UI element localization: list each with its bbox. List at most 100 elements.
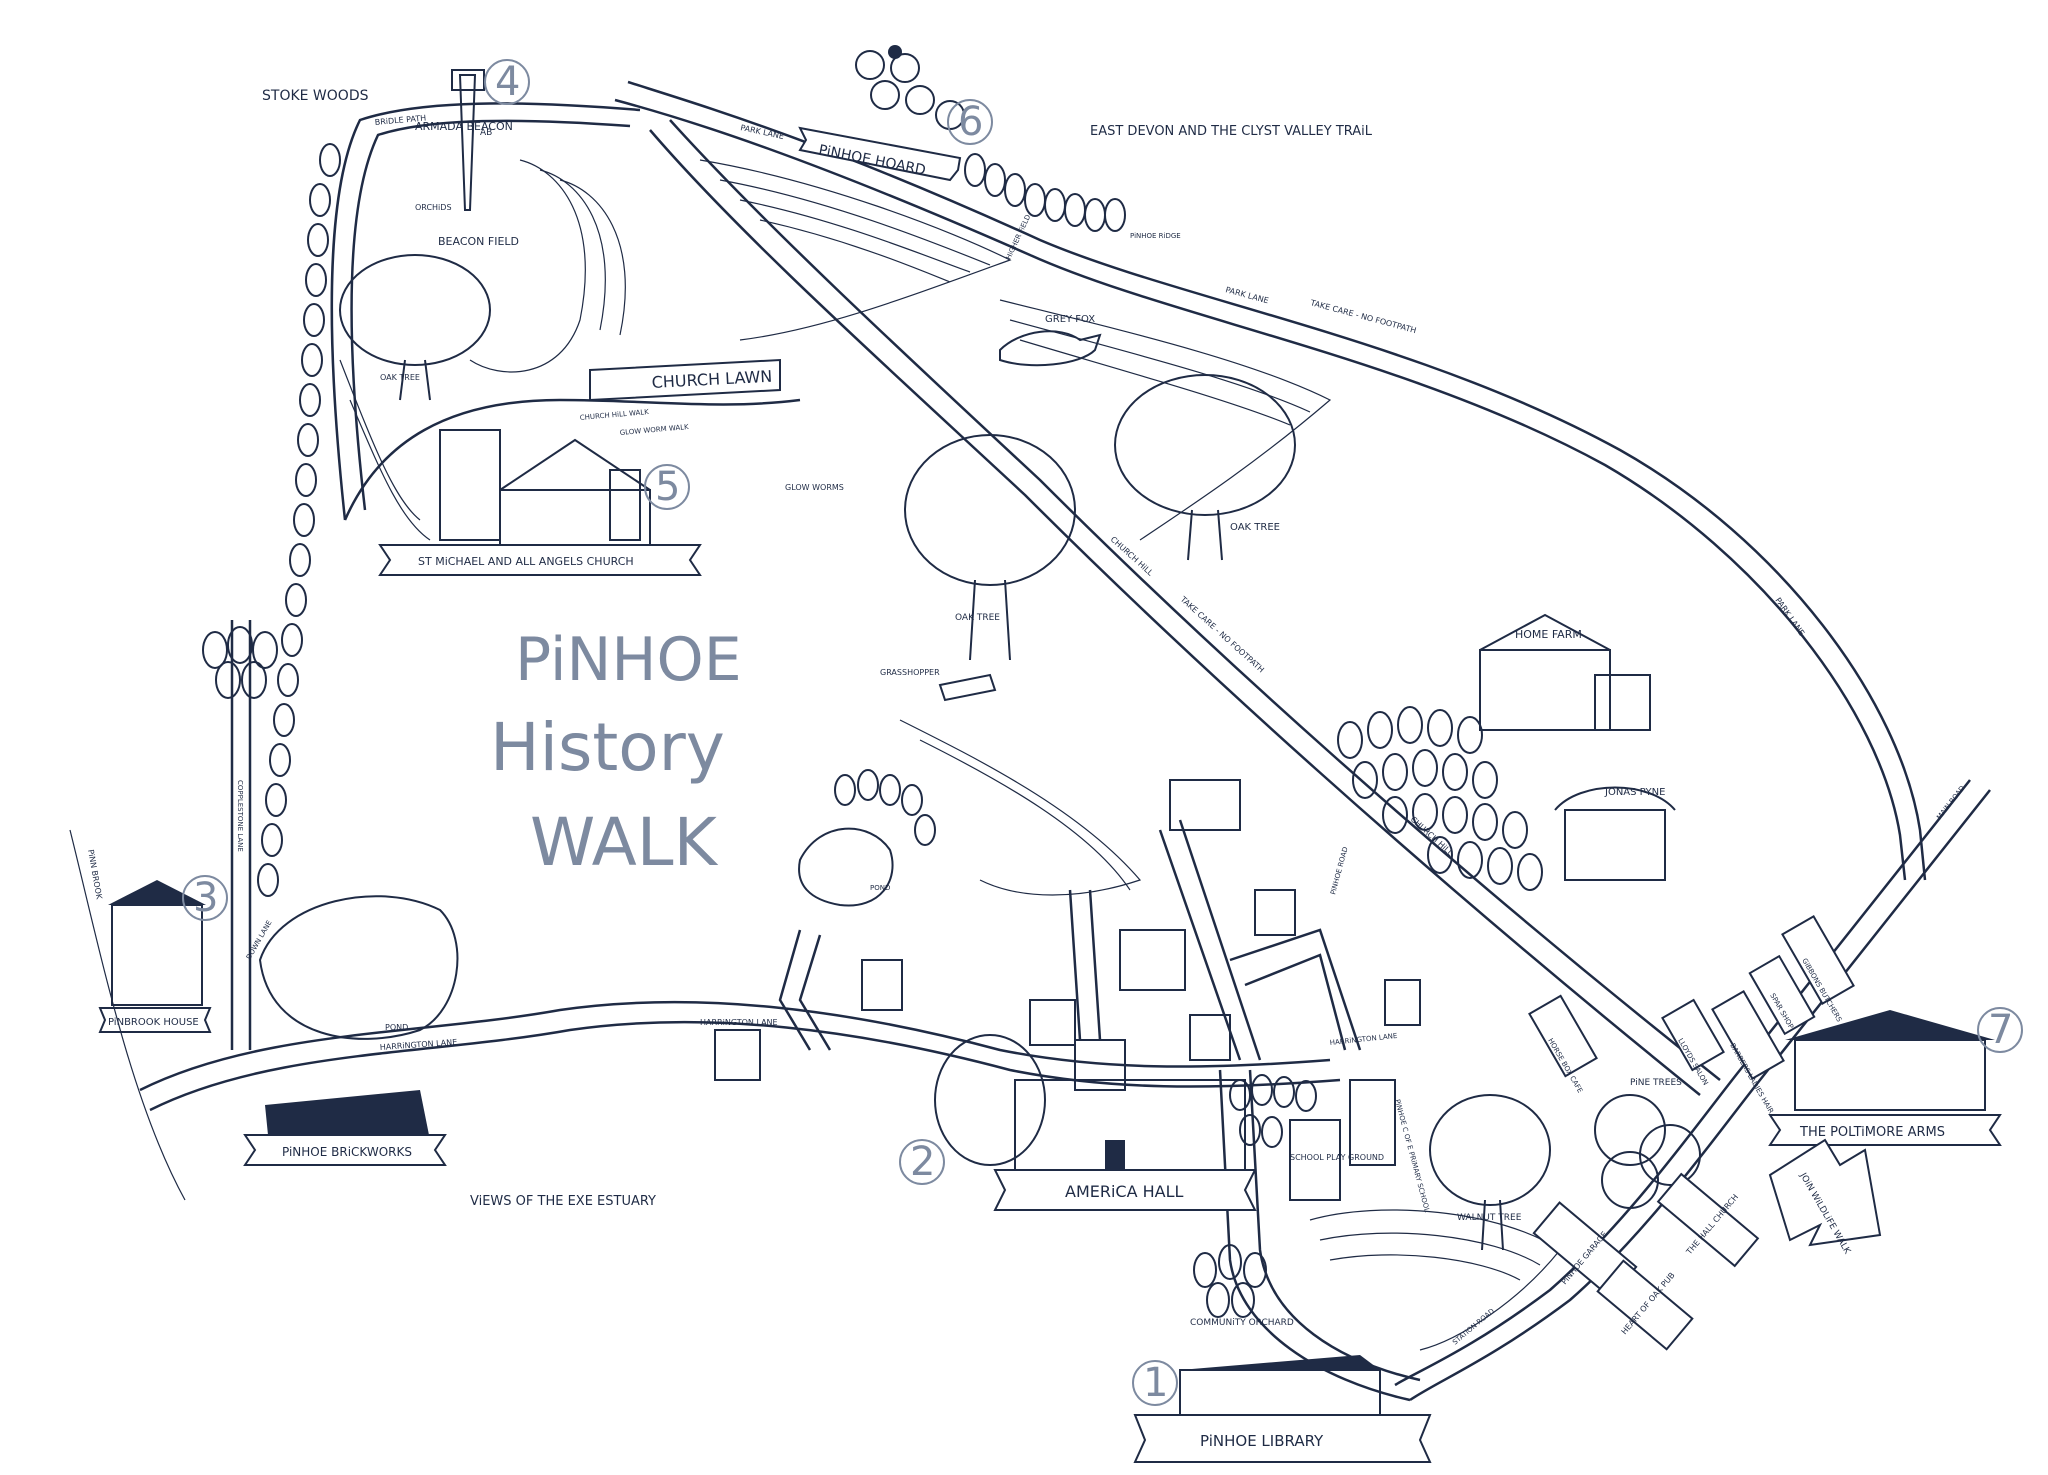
label-pine-trees: PiNE TREES [1630, 1078, 1682, 1088]
sign-primary-school [1349, 1079, 1396, 1166]
road-label-church-hill-warning: TAKE CARE - NO FOOTPATH [1178, 594, 1266, 674]
stop-label-church: ST MiCHAEL AND ALL ANGELS CHURCH [418, 555, 634, 568]
tree-cluster-east-devon [964, 153, 1126, 232]
stop-label-poltimore: THE POLTiMORE ARMS [1799, 1125, 1945, 1140]
label-brickworks: PiNHOE BRiCKWORKS [282, 1145, 412, 1159]
stop-number-5: 5 [655, 464, 680, 510]
label-stoke-woods: STOKE WOODS [262, 88, 369, 104]
road-label-glow-worm-walk: GLOW WORM WALK [619, 423, 689, 437]
tree-america-hall [934, 1034, 1046, 1166]
label-walnut-tree: WALNUT TREE [1457, 1213, 1522, 1223]
label-grey-fox: GREY FOX [1045, 314, 1095, 325]
label-oak-tree-beacon: OAK TREE [380, 373, 420, 382]
residential-street [1158, 819, 1262, 1061]
road-label-pinhoe-road: PiNHOE ROAD [1329, 846, 1349, 896]
banner-america-hall [993, 1169, 1257, 1211]
stop-marker-7[interactable] [1977, 1007, 2023, 1053]
label-primary-school: PiNHOE C OF E PRiMARY SCHOOL [1393, 1098, 1431, 1213]
pine-trees [1594, 1094, 1701, 1209]
church-hill-road [669, 119, 1721, 1081]
residential-street [1229, 928, 1362, 1051]
grey-fox-drawing [999, 330, 1102, 367]
sign-spar [1748, 954, 1816, 1036]
label-school-play: SCHOOL PLAY GROUND [1290, 1153, 1384, 1162]
home-farm-building [1479, 613, 1651, 731]
bridle-path-inner [350, 119, 631, 511]
label-pinhoe-ridge: PiNHOE RiDGE [1130, 232, 1181, 240]
harrington-lane-road [139, 1000, 1331, 1092]
label-ab: AB [480, 128, 492, 138]
bridle-path [330, 102, 641, 521]
stop-label-library: PiNHOE LIBRARY [1200, 1432, 1324, 1450]
houses [714, 779, 1421, 1081]
sign-lloyds [1661, 998, 1725, 1072]
school-lane-inner [1248, 1069, 1421, 1382]
page-title-line-2: History [490, 709, 725, 786]
stop-label-armada-beacon: ARMADA BEACON [415, 120, 513, 133]
residential-street [1068, 889, 1102, 1041]
stop-number-2: 2 [910, 1139, 935, 1185]
label-oak-tree-field: OAK TREE [1230, 522, 1280, 533]
label-pond-centre: POND [870, 884, 890, 892]
stop-number-7: 7 [1988, 1007, 2013, 1053]
label-grasshopper: GRASSHOPPER [880, 668, 940, 677]
tree-groups [202, 143, 1543, 1318]
label-home-farm: HOME FARM [1515, 628, 1582, 641]
pond-left [258, 895, 459, 1040]
walnut-tree [1429, 1094, 1551, 1251]
armada-beacon-structure [451, 69, 485, 211]
school-lane [1218, 1069, 1411, 1402]
road-label-park-lane-warning: TAKE CARE - NO FOOTPATH [1309, 298, 1418, 335]
tree-cluster-home-farm [1337, 706, 1543, 891]
tree-cluster-school [1229, 1074, 1317, 1148]
park-lane-road-inner [614, 98, 1907, 881]
poltimore-arms-building [1785, 1010, 1995, 1111]
road-label-main-road: MAiN ROAD [1935, 784, 1966, 821]
label-glow-worms: GLOW WORMS [785, 483, 844, 492]
stop-marker-3[interactable] [182, 875, 228, 921]
stop-marker-2[interactable] [899, 1139, 945, 1185]
road-label-copplestone-lane: COPPLESTONE LANE [236, 780, 244, 852]
banner-church [378, 544, 702, 576]
pinbrook-house-building [108, 880, 206, 1006]
oak-tree-church-hill [904, 434, 1076, 661]
label-pinn-brook: PiNN BROOK [86, 849, 104, 901]
residential-street [778, 929, 832, 1051]
stop-marker-1[interactable] [1132, 1360, 1178, 1406]
stop-number-6: 6 [958, 99, 983, 145]
tree-cluster-left [257, 143, 341, 897]
stop-marker-4[interactable] [484, 59, 530, 105]
stop-number-3: 3 [193, 875, 218, 921]
stop-label-pinbrook-house: PiNBROOK HOUSE [108, 1017, 199, 1028]
road-label-park-lane-south: PARK LANE [1773, 596, 1806, 637]
sign-gibbons [1781, 914, 1855, 1006]
church-walk-road [343, 398, 801, 521]
sign-barbers [1711, 989, 1785, 1081]
stop-markers [182, 59, 2023, 1406]
page-title-line-1: PiNHOE [515, 625, 742, 695]
join-wildlife-walk-arrow[interactable] [1768, 1138, 1882, 1247]
jonas-pyne-building [1554, 786, 1676, 881]
stop-marker-5[interactable] [644, 464, 690, 510]
pond-centre [798, 827, 894, 907]
label-east-devon: EAST DEVON AND THE CLYST VALLEY TRAiL [1090, 124, 1373, 139]
tree-cluster-stoke [202, 626, 278, 699]
road-label-church-hill-south: CHURCH HiLL [1409, 815, 1455, 858]
label-views: ViEWS OF THE EXE ESTUARY [470, 1194, 656, 1209]
page-title-line-3: WALK [530, 804, 719, 881]
label-beacon-field: BEACON FIELD [438, 235, 519, 248]
tree-cluster-pond [834, 769, 936, 846]
label-oak-tree-church: OAK TREE [955, 613, 1000, 623]
label-community-orchard: COMMUNiTY ORCHARD [1190, 1318, 1294, 1328]
road-label-harrington-lane-2: HARRiNGTON LANE [700, 1018, 778, 1027]
stop-number-1: 1 [1143, 1360, 1168, 1406]
grasshopper-drawing [938, 673, 997, 702]
banner-hoard [798, 126, 962, 182]
main-road-inner [1394, 779, 1971, 1387]
library-building [1179, 1355, 1381, 1416]
road-label-bridle-path: BRiDLE PATH [374, 114, 426, 127]
banner-church-lawn [589, 358, 781, 402]
stop-marker-6[interactable] [947, 99, 993, 145]
sign-horse-box-cafe [1528, 994, 1598, 1078]
